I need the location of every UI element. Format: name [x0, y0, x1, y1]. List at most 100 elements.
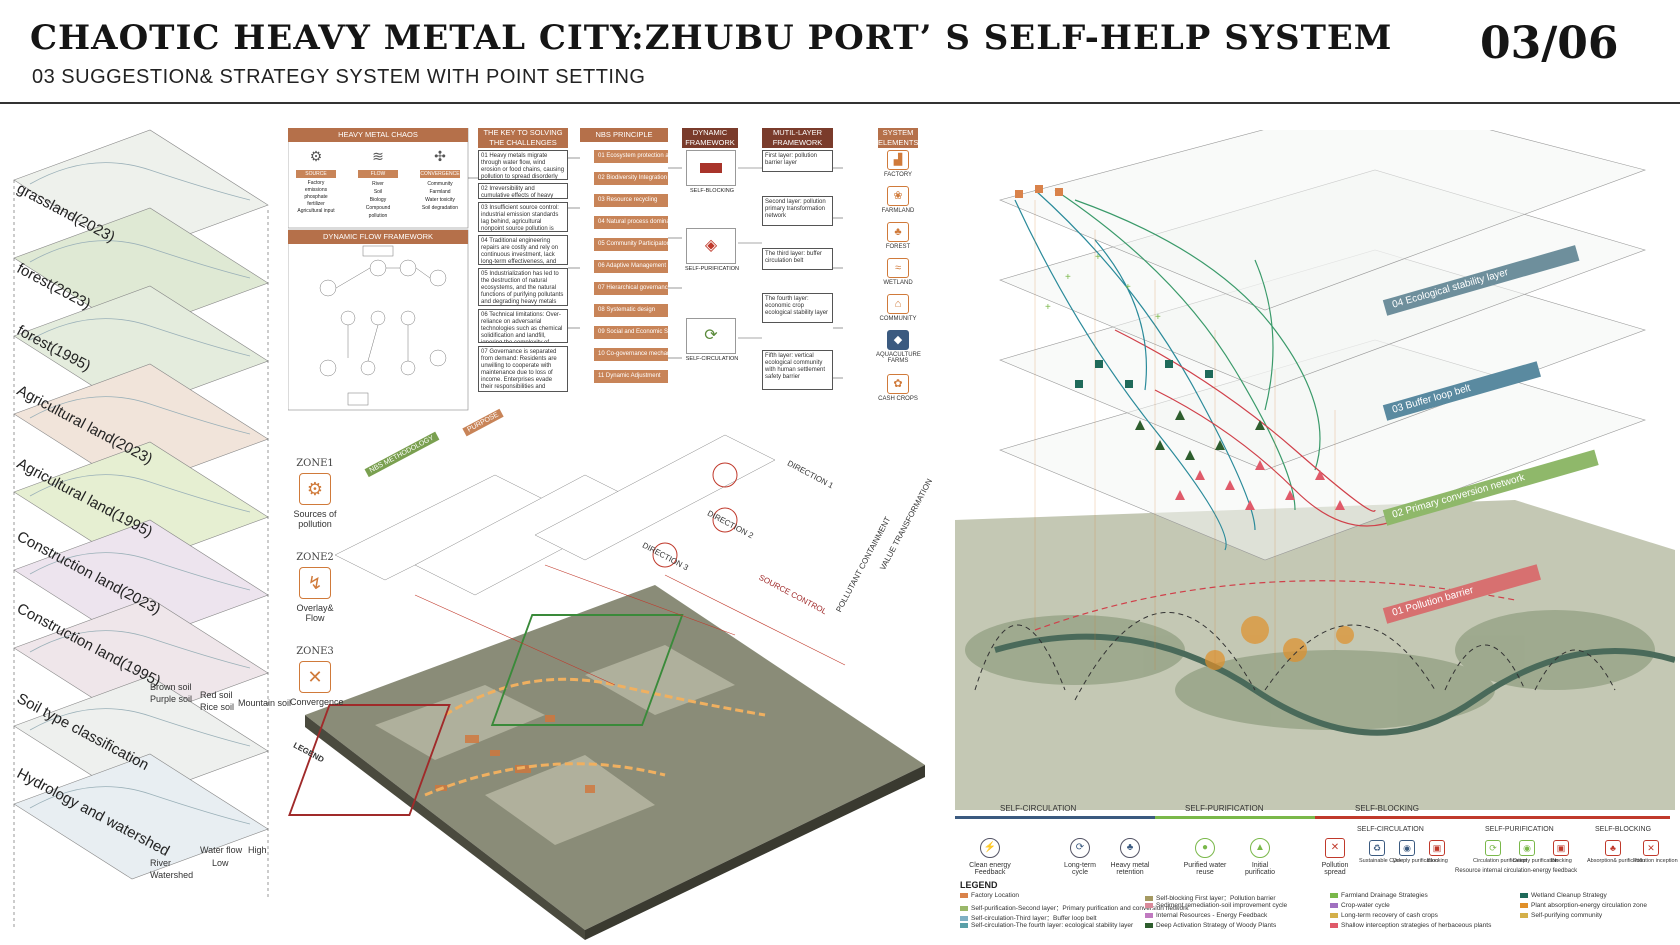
- legend-item: Self-circulation-Third layer：Buffer loop…: [960, 912, 1097, 922]
- legend-item: Self-circulation-The fourth layer: ecolo…: [960, 922, 1133, 929]
- soil-legend-rice: Rice soil: [200, 702, 235, 712]
- flow-item: Compound pollution: [365, 205, 391, 219]
- legend-item: Factory Location: [960, 892, 1019, 899]
- legend-label: Self-purification-Second layer：Primary p…: [971, 905, 1189, 912]
- key-02: 02 Irreversibility and cumulative effect…: [478, 183, 568, 199]
- loop-head-purification: SELF-PURIFICATION: [1485, 826, 1554, 833]
- legend-item: Internal Resources - Energy Feedback: [1145, 912, 1267, 919]
- legend-swatch: [1330, 892, 1338, 898]
- iso-strategy-diagram: [288, 434, 925, 940]
- element-farmland: ❀FARMLAND: [876, 186, 920, 214]
- initial-purification-icon: ▲: [1250, 838, 1270, 858]
- element-forest: ♣FOREST: [876, 222, 920, 250]
- layer-fourth: The fourth layer: economic crop ecologic…: [762, 293, 833, 323]
- hydro-legend-low: Low: [212, 858, 229, 868]
- legend-item: Crop-water cycle: [1330, 902, 1390, 909]
- process-seg-blocking-bar: [1315, 816, 1670, 819]
- principle-04: 04 Natural process dominates: [594, 216, 668, 229]
- principle-03: 03 Resource recycling: [594, 194, 668, 207]
- stack-river-line: [29, 474, 251, 513]
- dynamic-label-circulation: SELF-CIRCULATION: [685, 356, 739, 362]
- page-subtitle: 03 SUGGESTION& STRATEGY SYSTEM WITH POIN…: [32, 66, 646, 88]
- circulation-purification-icon: ⟳: [1485, 840, 1501, 856]
- soil-legend-red: Red soil: [200, 690, 233, 700]
- chaos-columns: ⚙ ≋ ✣ SOURCE FLOW CONVERGENCE Factory em…: [296, 148, 460, 222]
- legend-label: Wetland Cleanup Strategy: [1531, 892, 1607, 899]
- clean-energy-icon: ⚡: [980, 838, 1000, 858]
- loop-item: Circulation purification: [1473, 858, 1528, 864]
- source-list: Factory emissions phosphate fertilizer A…: [296, 180, 336, 215]
- element-label: WETLAND: [883, 280, 913, 286]
- dynamic-label-purification: SELF-PURIFICATION: [685, 266, 739, 272]
- element-label: FARMLAND: [881, 208, 915, 214]
- terrain-top: [305, 585, 925, 930]
- loop-item: Absorption& purification: [1587, 858, 1646, 864]
- flow-item: Biology: [369, 197, 387, 203]
- chaos-col-convergence: CONVERGENCE: [420, 170, 460, 178]
- legend-label: Self-circulation-The fourth layer: ecolo…: [971, 922, 1134, 929]
- soil-legend-purple: Purple soil: [150, 694, 193, 704]
- terrain-side-left: [305, 715, 585, 940]
- source-item: Factory emissions: [304, 180, 328, 193]
- purified-water-icon: ●: [1195, 838, 1215, 858]
- source-pollution-icon: ⚙: [299, 473, 331, 505]
- legend-item: Deep Activation Strategy of Woody Plants: [1145, 922, 1276, 929]
- circulation-icon: ⟳: [686, 318, 736, 354]
- factory-icon: ▟: [887, 150, 909, 170]
- stack-river-line: [29, 162, 251, 201]
- terrain-side-right: [585, 765, 925, 940]
- loop-item: Blocking: [1551, 858, 1572, 864]
- stack-river-line: [29, 708, 251, 747]
- page-title: CHAOTIC HEAVY METAL CITY:ZHUBU PORT’ S S…: [30, 18, 1393, 58]
- zone-title: ZONE2: [296, 552, 334, 563]
- loop-item: Deeply purification: [1513, 858, 1559, 864]
- purification-icon: ◈: [686, 228, 736, 264]
- key-07: 07 Governance is separated from demand: …: [478, 346, 568, 392]
- loop-item: Deeply purification: [1393, 858, 1439, 864]
- svg-text:+: +: [1065, 272, 1071, 283]
- element-label: FACTORY: [883, 172, 913, 178]
- fw-head-key: THE KEY TO SOLVING THE CHALLENGES: [478, 128, 568, 148]
- process-seg-circulation-bar: [955, 816, 1155, 819]
- community-icon: ⌂: [887, 294, 909, 314]
- legend-label: Farmland Drainage Strategies: [1341, 892, 1428, 899]
- heavy-metal-retention-icon: ♣: [1120, 838, 1140, 858]
- legend-label: Deep Activation Strategy of Woody Plants: [1156, 922, 1277, 929]
- layer-second: Second layer: pollution primary transfor…: [762, 196, 833, 226]
- principle-06: 06 Adaptive Management: [594, 260, 668, 273]
- principle-09: 09 Social and Economic Synergy: [594, 326, 668, 339]
- legend-swatch: [960, 922, 968, 928]
- legend-swatch: [1520, 912, 1528, 918]
- principle-01: 01 Ecosystem protection and restoration: [594, 150, 668, 163]
- zone-title: ZONE3: [296, 646, 334, 657]
- pollution-spread-icon: ✕: [1325, 838, 1345, 858]
- legend-swatch: [960, 915, 968, 921]
- layer-first: First layer: pollution barrier layer: [762, 150, 833, 172]
- dynamic-box-blocking: [686, 150, 736, 186]
- element-label: CASH CROPS: [878, 396, 918, 402]
- legend-label: Long-term recovery of cash crops: [1341, 912, 1438, 919]
- deep-purification-icon-2: ◉: [1519, 840, 1535, 856]
- key-04: 04 Traditional engineering repairs are c…: [478, 235, 568, 265]
- blocking-icon: [700, 163, 722, 173]
- zone-2: ZONE2 ↯ Overlay& Flow: [290, 552, 340, 623]
- conv-item: Farmland: [429, 189, 451, 195]
- element-label: COMMUNITY: [879, 316, 917, 322]
- process-seg-circulation: SELF-CIRCULATION: [1000, 804, 1077, 813]
- legend-label: Self-purifying community: [1531, 912, 1603, 919]
- source-item: Agricultural input: [297, 208, 335, 214]
- zone-3: ZONE3 ✕ Convergence: [290, 646, 344, 707]
- legend-swatch: [1145, 912, 1153, 918]
- layer-plane-4: [999, 130, 1647, 311]
- wetland-icon: ≈: [887, 258, 909, 278]
- loop-head-blocking: SELF-BLOCKING: [1595, 826, 1652, 833]
- key-06: 06 Technical limitations: Over-reliance …: [478, 309, 568, 343]
- stack-river-line: [29, 630, 251, 669]
- legend-item: Long-term recovery of cash crops: [1330, 912, 1438, 919]
- principle-07: 07 Hierarchical governance: [594, 282, 668, 295]
- flow-item: River: [372, 181, 384, 187]
- multilayer-network-diagram: +++++: [955, 130, 1675, 810]
- process-seg-blocking: SELF-BLOCKING: [1355, 804, 1420, 813]
- legend-label: Internal Resources - Energy Feedback: [1156, 912, 1268, 919]
